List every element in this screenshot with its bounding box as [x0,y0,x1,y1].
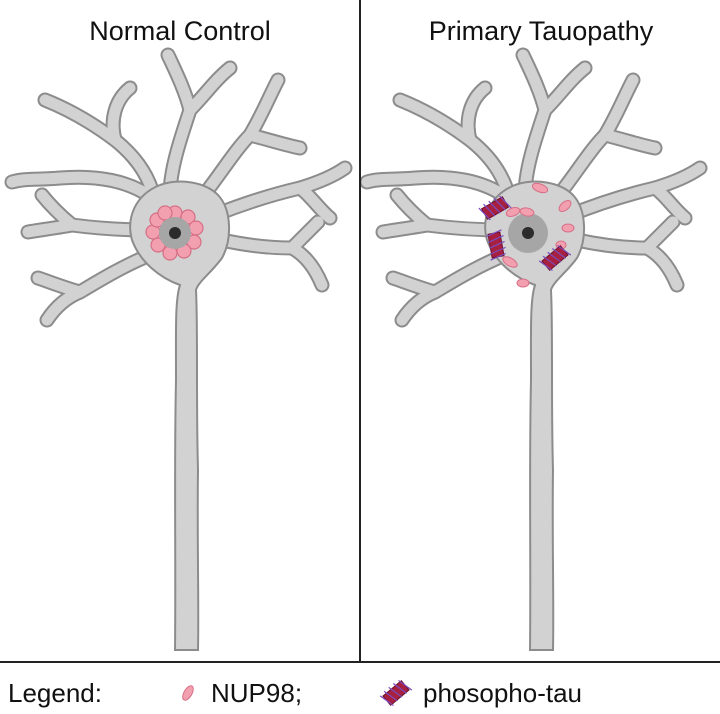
legend-label: Legend: [8,678,102,708]
nup98-icon [182,685,194,701]
nucleolus [169,227,181,239]
axon-and-soma [129,180,231,651]
neuron-normal [12,55,345,651]
legend-nup98-label: NUP98; [211,678,303,708]
panel-title-normal-control: Normal Control [89,16,271,46]
neuron-tauopathy [367,55,700,651]
phospho-tau-aggregates [478,195,572,272]
axon-and-soma [484,180,586,651]
legend-phospho-tau-label: phosopho-tau [423,678,583,708]
panel-title-primary-tauopathy: Primary Tauopathy [428,16,654,46]
nucleolus [522,227,534,239]
mislocalized-nup98 [502,182,575,288]
phospho-tau-icon [379,679,413,707]
